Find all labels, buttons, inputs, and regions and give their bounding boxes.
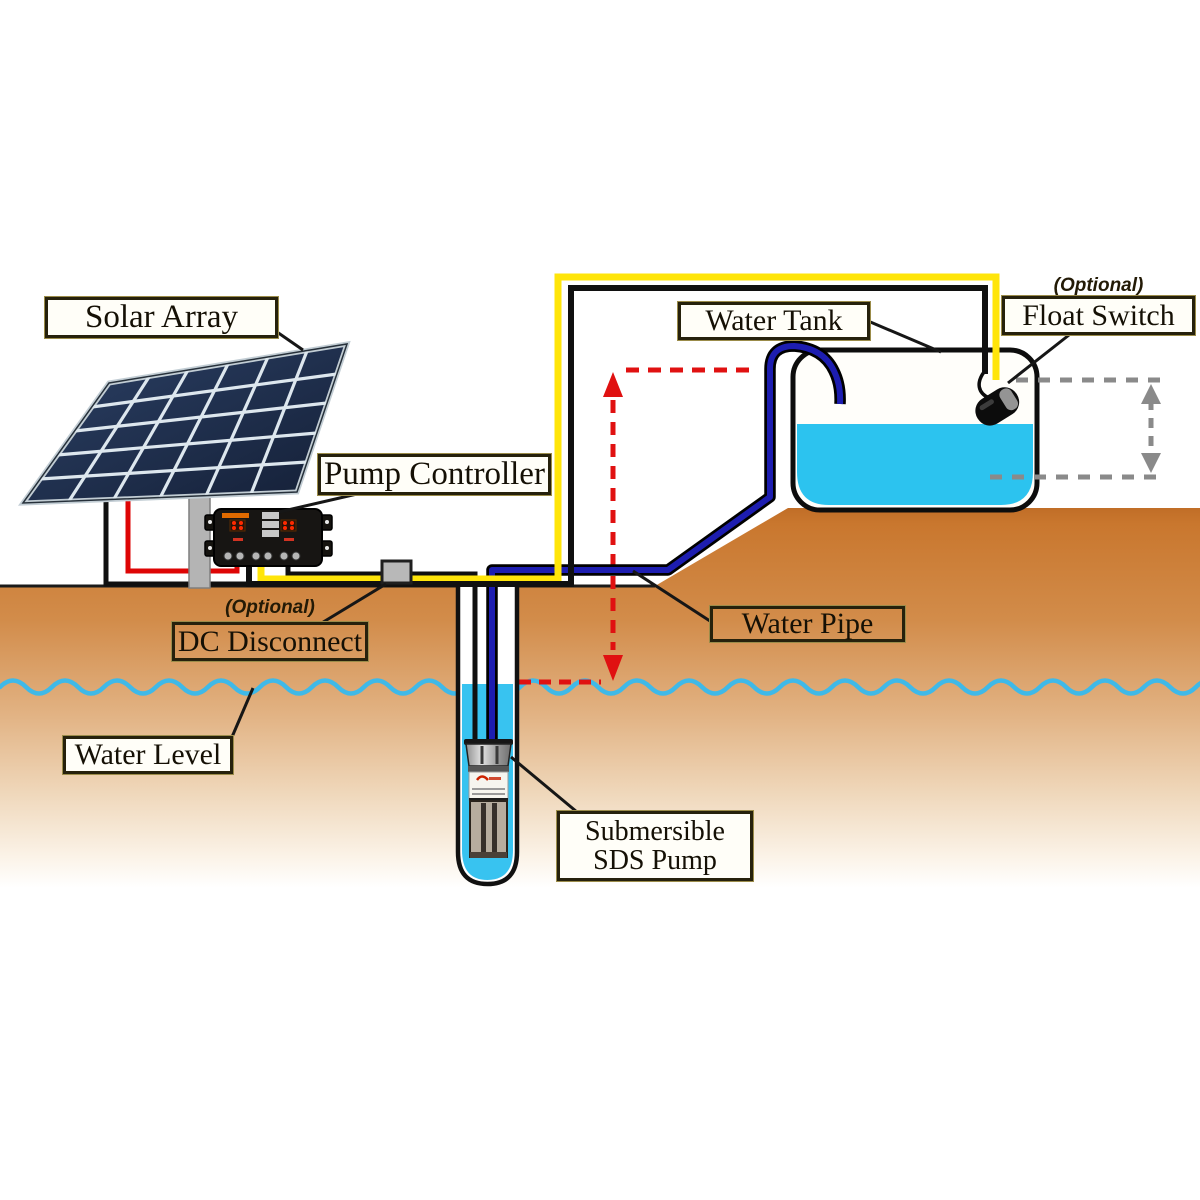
label-submersible-line2: SDS Pump [593,845,717,876]
label-submersible-line1: Submersible [585,815,725,847]
pointer-water-tank [867,319,942,354]
pointer-submersible-pump [510,755,578,814]
negative-wire-black [246,285,988,587]
pointer-water-pipe [632,569,711,623]
float-switch-device [975,370,1020,426]
tank-water [797,424,1033,505]
panel-wire-black [103,497,571,587]
label-dc-disconnect-optional: (Optional) [225,597,315,618]
label-submersible-pump: Submersible SDS Pump [556,810,754,882]
controller-logo [222,513,249,518]
label-pump-controller: Pump Controller [317,453,552,496]
submersible-pump-unit [464,739,513,858]
dc-disconnect-box [380,559,413,585]
pump-label [468,771,509,801]
label-water-tank-text: Water Tank [705,304,843,338]
water-level-line [0,678,1200,696]
label-solar-array: Solar Array [44,296,279,339]
label-water-level: Water Level [62,735,234,775]
label-water-pipe-text: Water Pipe [741,607,874,641]
pointer-lines [230,319,1070,814]
label-dc-disconnect-text: DC Disconnect [177,624,363,658]
label-water-level-text: Water Level [74,738,222,772]
pointer-dc-disconnect [319,582,387,626]
controller-led-left [229,519,246,532]
solar-array-panel [17,340,351,506]
float-range-gray-dashed [990,377,1164,480]
label-water-tank: Water Tank [677,301,871,341]
controller-terminals [223,551,301,561]
controller-led-right [280,519,297,532]
label-pump-controller-text: Pump Controller [324,456,545,493]
label-solar-array-text: Solar Array [84,299,239,336]
pump-controller-unit [204,508,333,567]
pointer-float-switch [1007,333,1070,385]
water-pipe [486,340,846,748]
float-wire-yellow [257,273,1000,583]
pointer-solar-array [276,330,304,352]
pointer-pump-controller [278,492,358,514]
label-float-switch-text: Float Switch [1022,298,1175,332]
water-tank-body [790,347,1040,513]
label-float-switch: Float Switch [1001,295,1196,336]
flow-indicator-red-dashed [509,367,758,685]
pointer-water-level [230,687,255,738]
label-float-switch-optional: (Optional) [1053,275,1144,296]
label-dc-disconnect: DC Disconnect [171,621,369,662]
label-water-pipe: Water Pipe [709,605,906,643]
